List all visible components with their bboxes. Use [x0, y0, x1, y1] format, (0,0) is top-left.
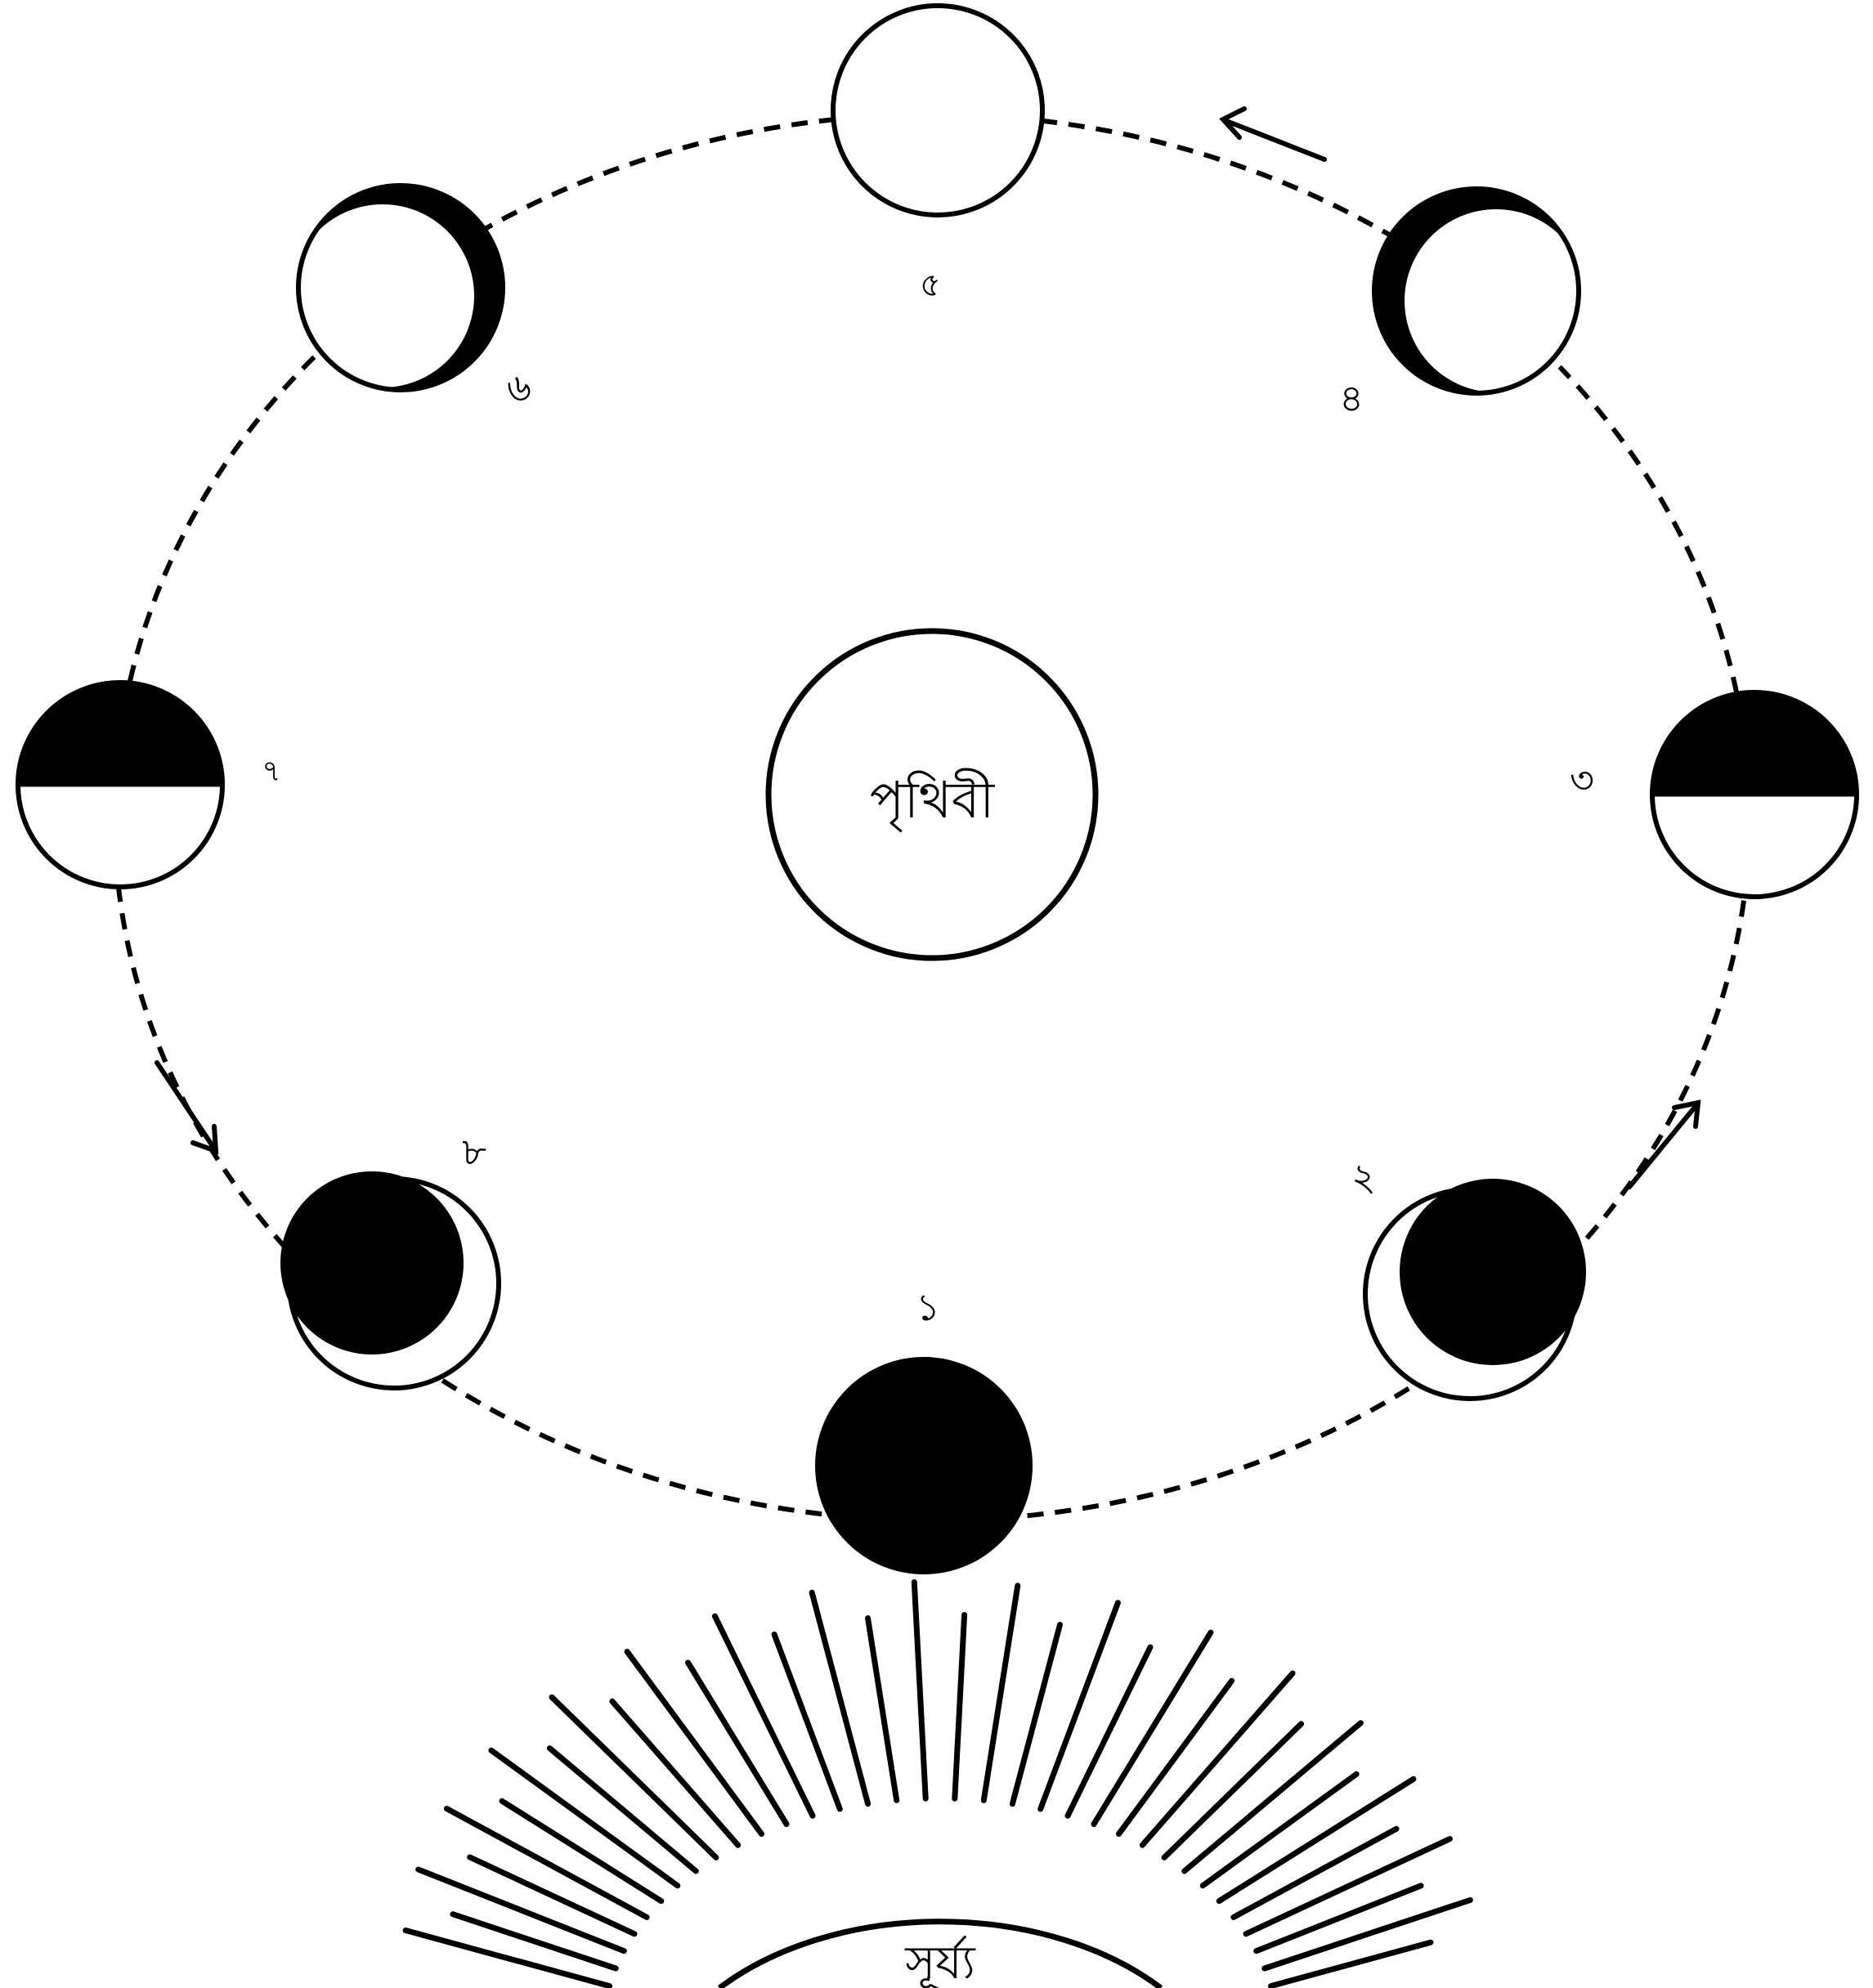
sun-ray: [1185, 1723, 1361, 1871]
direction-arrow-icon: [157, 1063, 216, 1151]
sun-ray: [453, 1914, 616, 1968]
moon-phase-2: [1365, 1179, 1586, 1399]
phase-label-2: ২: [1351, 1155, 1376, 1199]
phase-label-3: ৩: [1570, 758, 1594, 802]
phase-label-6: ৬: [507, 365, 531, 410]
sun-ray: [984, 1586, 1018, 1801]
sun: সূর্য্য: [406, 1583, 1470, 1988]
moon-phase-6: [291, 186, 503, 390]
moon-phase-7: [18, 683, 222, 887]
sun-ray: [552, 1697, 716, 1857]
sun-ray: [491, 1750, 678, 1886]
sun-ray: [868, 1619, 897, 1801]
sun-ray: [914, 1583, 925, 1799]
sun-ray: [1219, 1779, 1414, 1901]
sun-label: সূর্য্য: [904, 1936, 975, 1988]
earth: পৃথিবী: [768, 631, 1096, 958]
sun-ray: [955, 1615, 965, 1799]
sun-ray: [812, 1592, 868, 1804]
moon-phase-3: [1652, 692, 1857, 897]
phase-label-1: ১: [916, 1285, 940, 1329]
direction-arrow-icon: [1629, 1103, 1698, 1187]
direction-arrow-icon: [1223, 109, 1324, 159]
phase-label-5: ৫: [920, 266, 941, 304]
moon-phase-1: [818, 1359, 1030, 1572]
moon-phase-icon: [818, 1359, 1030, 1572]
moon-phase-5: [833, 6, 1042, 215]
sun-ray: [1041, 1603, 1118, 1809]
sun-ray: [1271, 1942, 1431, 1986]
phase-label-7: ৭: [262, 754, 280, 788]
earth-label: পৃথিবী: [870, 768, 995, 832]
moon-phase-8: [280, 1171, 499, 1388]
moon-phase-4: [1374, 189, 1588, 393]
phase-label-4: ৪: [1339, 376, 1364, 420]
moon-phase-icon: [833, 6, 1042, 215]
phase-label-8: ৮: [462, 1130, 486, 1174]
sun-ray: [1068, 1647, 1150, 1816]
